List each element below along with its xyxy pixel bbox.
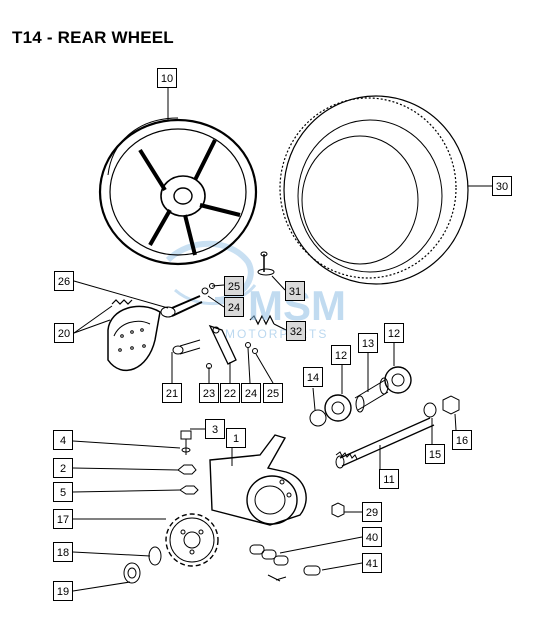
bolt-part (180, 430, 192, 455)
callout-box[interactable]: 25 (224, 276, 244, 296)
spring-part (249, 314, 275, 326)
callout-box[interactable]: 15 (425, 444, 445, 464)
bearing-part (309, 366, 412, 427)
rim-part (98, 117, 258, 266)
callout-box[interactable]: 21 (162, 383, 182, 403)
callout-box[interactable]: 29 (362, 502, 382, 522)
valve-part (257, 251, 275, 276)
brake-shoe-part (107, 299, 161, 371)
callout-box[interactable]: 26 (54, 271, 74, 291)
axle-part (335, 417, 435, 469)
callout-box[interactable]: 41 (362, 553, 382, 573)
callout-box[interactable]: 31 (285, 281, 305, 301)
callout-box[interactable]: 22 (220, 383, 240, 403)
callout-box[interactable]: 23 (199, 383, 219, 403)
callout-box[interactable]: 24 (224, 297, 244, 317)
callout-box[interactable]: 12 (384, 323, 404, 343)
callout-box[interactable]: 12 (331, 345, 351, 365)
callout-box[interactable]: 10 (157, 68, 177, 88)
watermark-sub: MOTORPARTS (225, 327, 328, 341)
brake-lever-part (208, 324, 237, 365)
callout-box[interactable]: 16 (452, 430, 472, 450)
callout-box[interactable]: 32 (286, 321, 306, 341)
callout-box[interactable]: 14 (303, 367, 323, 387)
diagram-title: T14 - REAR WHEEL (12, 28, 174, 47)
callout-box[interactable]: 20 (54, 323, 74, 343)
callout-box[interactable]: 11 (379, 469, 399, 489)
callout-box[interactable]: 1 (226, 428, 246, 448)
tyre-part (279, 95, 469, 285)
callout-box[interactable]: 5 (53, 482, 73, 502)
callout-box[interactable]: 40 (362, 527, 382, 547)
callout-box[interactable]: 19 (53, 581, 73, 601)
callout-box[interactable]: 17 (53, 509, 73, 529)
callout-box[interactable]: 2 (53, 458, 73, 478)
brake-cam-part (160, 295, 203, 318)
cotter-part (331, 502, 345, 518)
callout-box[interactable]: 4 (53, 430, 73, 450)
callout-box[interactable]: 24 (241, 383, 261, 403)
callout-box[interactable]: 25 (263, 383, 283, 403)
callout-box[interactable]: 13 (358, 333, 378, 353)
callout-box[interactable]: 18 (53, 542, 73, 562)
chain-part (249, 544, 321, 582)
callout-box[interactable]: 30 (492, 176, 512, 196)
callout-box[interactable]: 3 (205, 419, 225, 439)
pivot-pin-part (172, 339, 201, 355)
hub-carrier-part (209, 434, 307, 526)
sprocket-part (165, 513, 219, 567)
